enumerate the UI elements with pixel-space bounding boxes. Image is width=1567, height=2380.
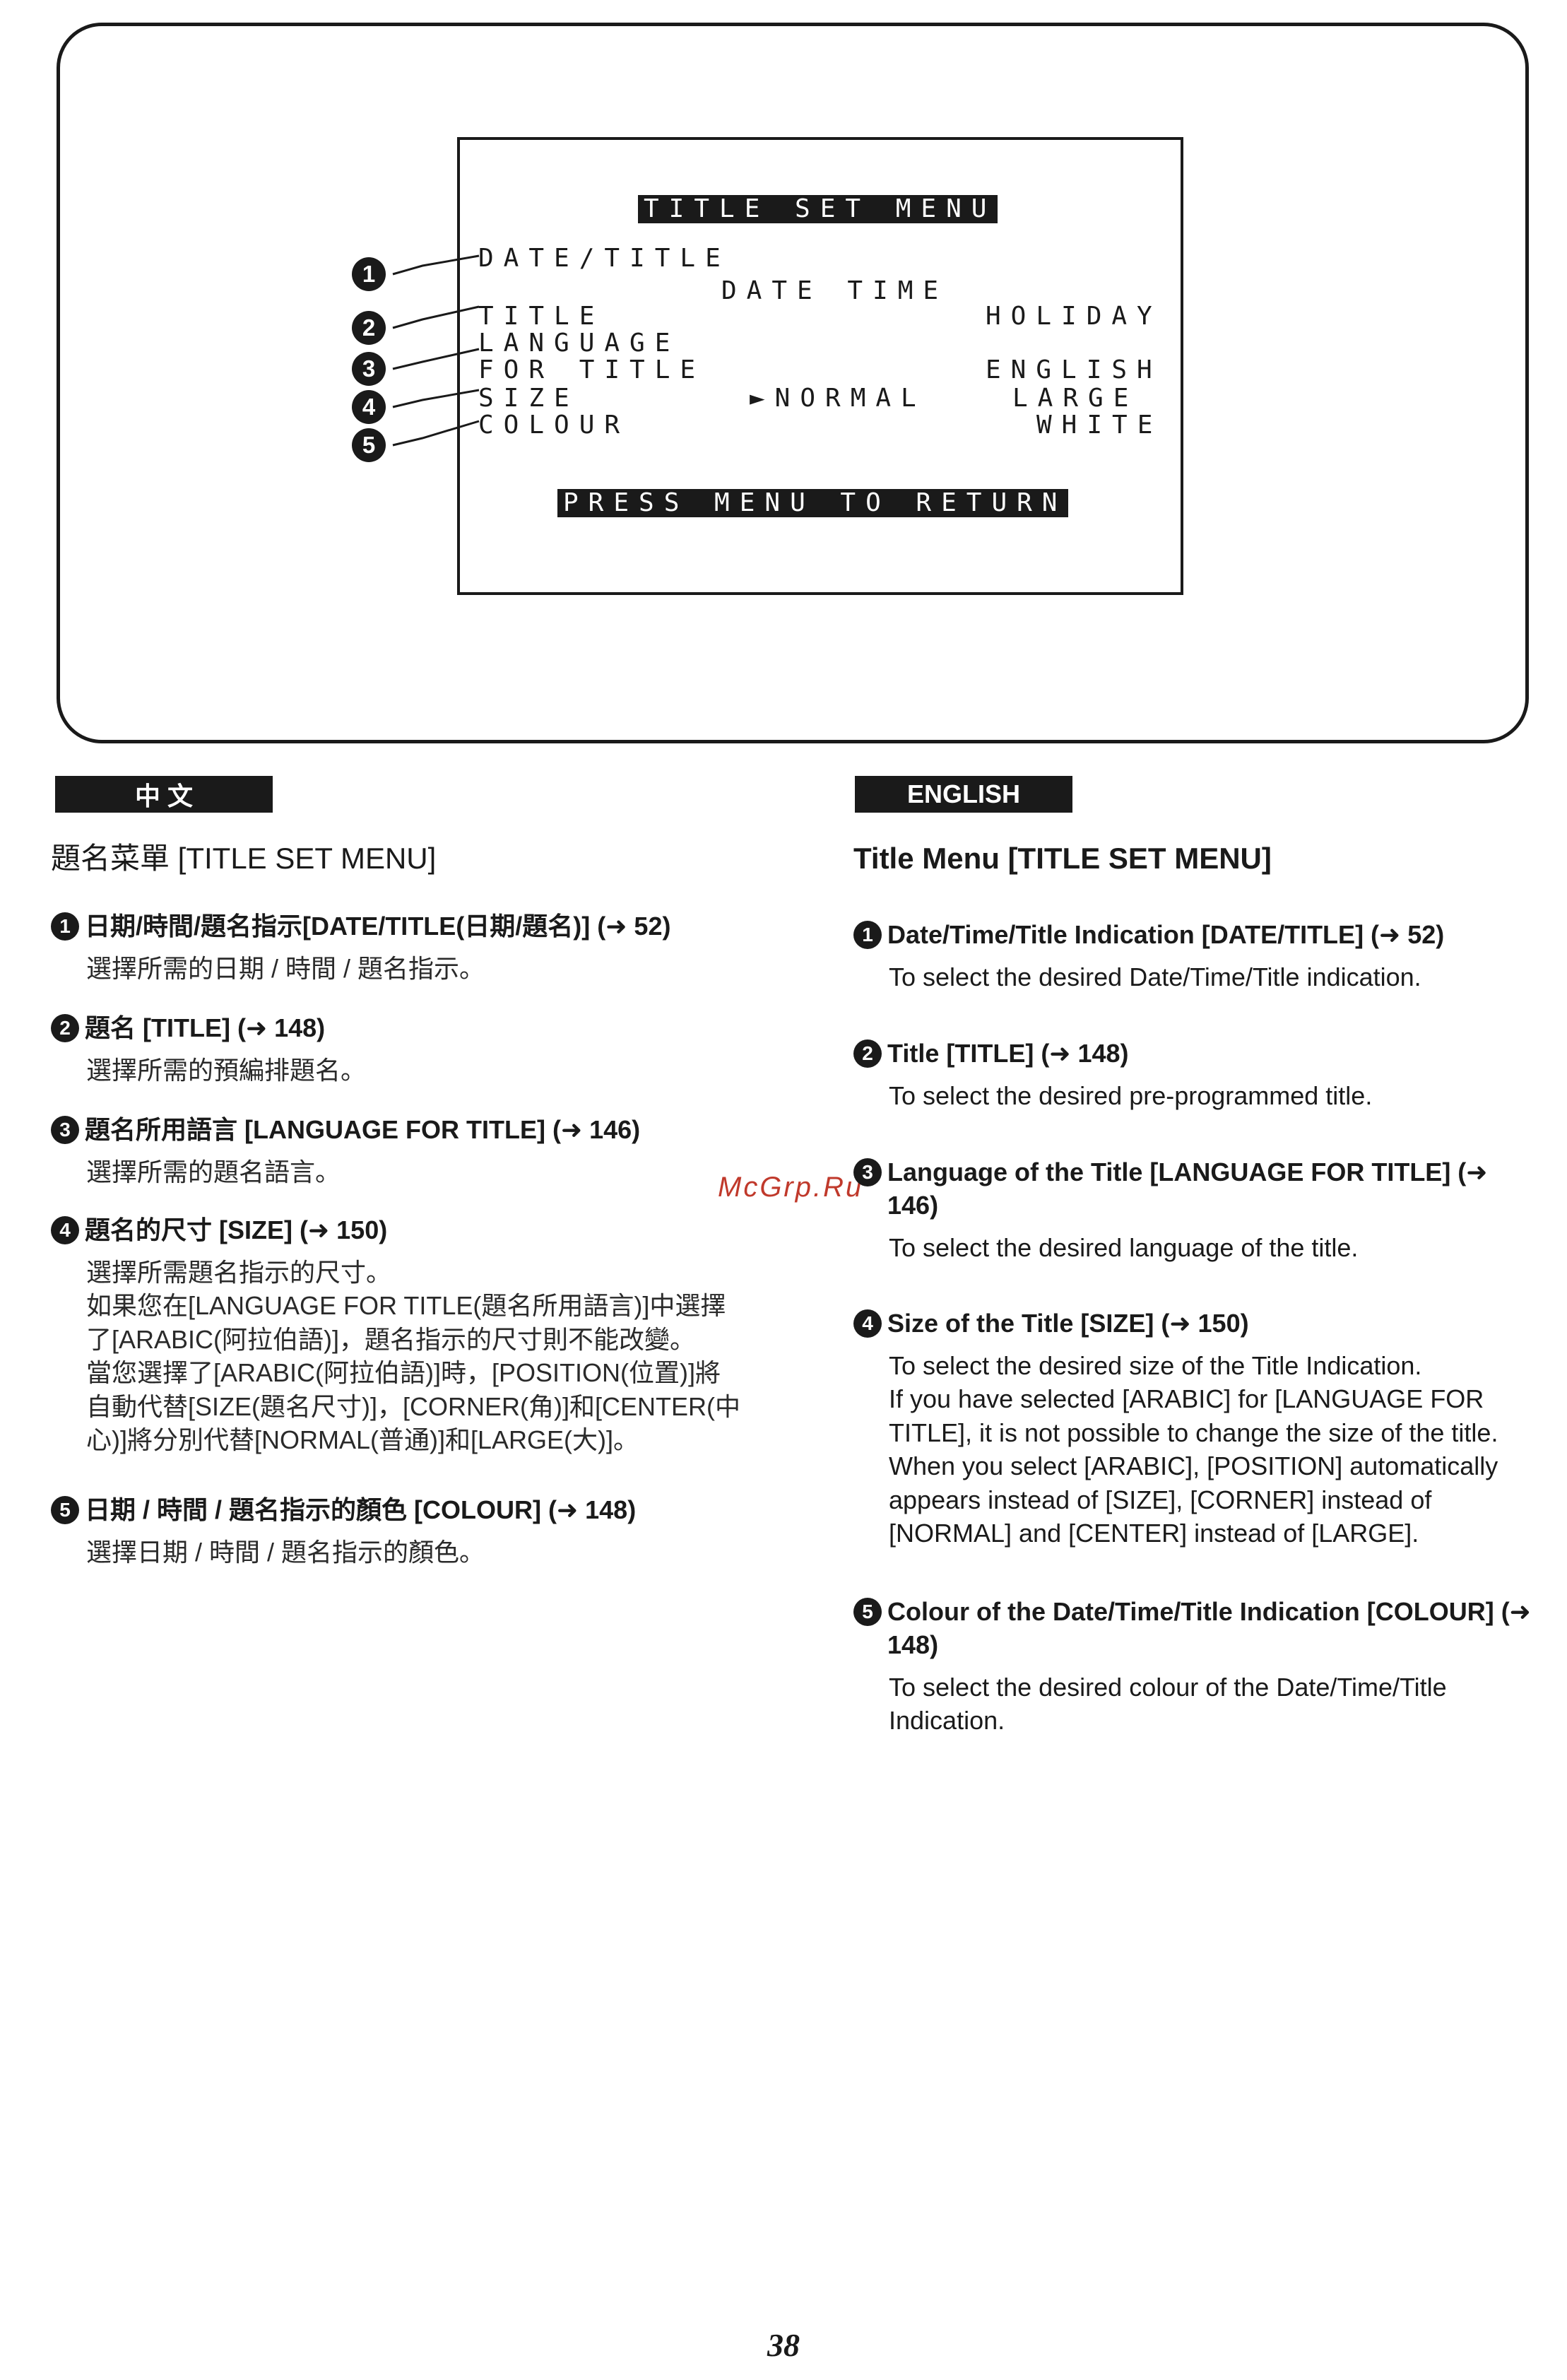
item-title: Colour of the Date/Time/Title Indication… bbox=[887, 1597, 1531, 1659]
screen-row-label: COLOUR bbox=[478, 411, 630, 440]
item-title: Title [TITLE] (➜ 148) bbox=[887, 1039, 1129, 1068]
item-text: To select the desired colour of the Date… bbox=[889, 1672, 1447, 1736]
number-badge: 5 bbox=[51, 1496, 79, 1524]
item-title: 題名所用語言 [LANGUAGE FOR TITLE] (➜ 146) bbox=[85, 1115, 641, 1144]
screen-row-label: SIZE bbox=[478, 384, 579, 413]
item-text: To select the desired size of the Title … bbox=[889, 1350, 1422, 1380]
number-badge: 4 bbox=[51, 1216, 79, 1244]
item-text: To select the desired language of the ti… bbox=[889, 1232, 1359, 1262]
number-badge: 4 bbox=[853, 1309, 882, 1338]
item-title: 日期 / 時間 / 題名指示的顏色 [COLOUR] (➜ 148) bbox=[85, 1495, 637, 1524]
item-text: 當您選擇了[ARABIC(阿拉伯語)]時，[POSITION(位置)]將自動代替… bbox=[86, 1358, 740, 1455]
item-title: Size of the Title [SIZE] (➜ 150) bbox=[887, 1309, 1249, 1338]
screen-row-label: DATE/TITLE bbox=[478, 244, 731, 273]
item-text: If you have selected [ARABIC] for [LANGU… bbox=[889, 1384, 1498, 1447]
english-heading: Title Menu [TITLE SET MENU] bbox=[853, 842, 1272, 875]
item-text: 如果您在[LANGUAGE FOR TITLE(題名所用語言)]中選擇了[ARA… bbox=[86, 1291, 726, 1354]
chinese-section-label: 中 文 bbox=[55, 776, 273, 813]
screen-row-value: WHITE bbox=[1036, 411, 1163, 440]
screen-footer: PRESS MENU TO RETURN bbox=[557, 489, 1069, 517]
item-text: 選擇所需的題名語言。 bbox=[86, 1157, 341, 1186]
item-text: 選擇所需的預編排題名。 bbox=[86, 1055, 367, 1085]
item-text: 選擇所需的日期 / 時間 / 題名指示。 bbox=[86, 953, 485, 983]
item-text: To select the desired Date/Time/Title in… bbox=[889, 962, 1421, 991]
marker-3: 3 bbox=[352, 352, 386, 386]
screen-row-label: LANGUAGE bbox=[478, 329, 680, 358]
english-section-label: ENGLISH bbox=[855, 776, 1072, 813]
screen-title: TITLE SET MENU bbox=[638, 195, 998, 223]
item-text: 選擇日期 / 時間 / 題名指示的顏色。 bbox=[86, 1537, 485, 1567]
screen-row-label: TITLE bbox=[478, 302, 605, 331]
number-badge: 5 bbox=[853, 1598, 882, 1626]
screen-size-option: ►NORMAL bbox=[750, 384, 926, 413]
item-text: To select the desired pre-programmed tit… bbox=[889, 1080, 1373, 1110]
number-badge: 1 bbox=[853, 921, 882, 949]
marker-1: 1 bbox=[352, 257, 386, 291]
chinese-heading: 題名菜單 [TITLE SET MENU] bbox=[51, 842, 437, 875]
watermark: McGrp.Ru bbox=[718, 1172, 864, 1203]
marker-4: 4 bbox=[352, 390, 386, 424]
item-title: 題名的尺寸 [SIZE] (➜ 150) bbox=[85, 1215, 388, 1244]
number-badge: 1 bbox=[51, 912, 79, 941]
illustration-frame bbox=[57, 23, 1529, 743]
marker-2: 2 bbox=[352, 311, 386, 345]
screen-row-value: HOLIDAY bbox=[986, 302, 1162, 331]
item-text: 選擇所需題名指示的尺寸。 bbox=[86, 1257, 392, 1287]
item-title: Language of the Title [LANGUAGE FOR TITL… bbox=[887, 1157, 1488, 1220]
number-badge: 2 bbox=[51, 1014, 79, 1042]
marker-5: 5 bbox=[352, 428, 386, 462]
number-badge: 2 bbox=[853, 1039, 882, 1068]
screen-row-value: ENGLISH bbox=[986, 355, 1162, 384]
screen-row-value: DATE TIME bbox=[721, 276, 949, 305]
number-badge: 3 bbox=[51, 1116, 79, 1144]
screen-row-label: FOR TITLE bbox=[478, 355, 706, 384]
number-badge: 3 bbox=[853, 1158, 882, 1186]
item-text: When you select [ARABIC], [POSITION] aut… bbox=[889, 1451, 1498, 1548]
item-title: 日期/時間/題名指示[DATE/TITLE(日期/題名)] (➜ 52) bbox=[85, 912, 671, 941]
item-title: Date/Time/Title Indication [DATE/TITLE] … bbox=[887, 920, 1445, 949]
item-title: 題名 [TITLE] (➜ 148) bbox=[85, 1013, 326, 1042]
page-number: 38 bbox=[767, 2327, 800, 2363]
camcorder-screen: TITLE SET MENU DATE/TITLE DATE TIME TITL… bbox=[457, 137, 1183, 595]
screen-row-value: LARGE bbox=[1012, 384, 1139, 413]
